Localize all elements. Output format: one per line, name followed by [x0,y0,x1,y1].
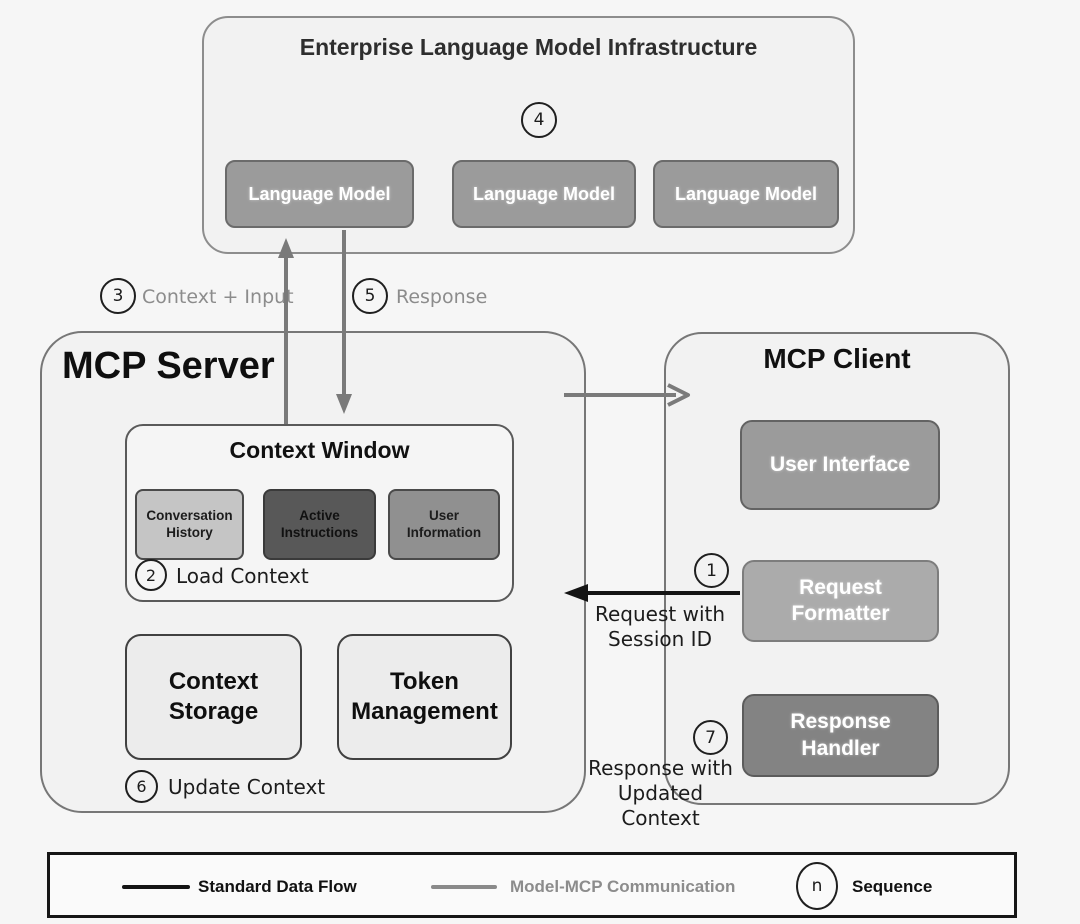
standard-data-flow-label: Standard Data Flow [198,877,357,896]
sequence-number: 4 [533,110,545,130]
user-interface-label: User Interface [769,453,911,476]
enterprise-infrastructure-title: Enterprise Language Model Infrastructure [299,34,758,60]
language-model-label: Language Model [248,183,391,204]
user-information-node: User Information [388,489,500,560]
model-mcp-communication-line [431,885,497,889]
mcp-server-panel: MCP Server Context Window Conversation H… [40,331,586,813]
mcp-client-title: MCP Client [763,343,911,374]
token-management-node: Token Management [337,634,512,760]
sequence-legend-circle: n [796,862,838,910]
sequence-number: 7 [705,727,716,748]
sequence-number: 2 [145,565,157,585]
language-model-label: Language Model [472,183,615,204]
language-model-node-1: Language Model [225,160,414,228]
language-model-label: Language Model [674,183,817,204]
response-handler-node: Response Handler [742,694,939,777]
context-storage-node: Context Storage [125,634,302,760]
sequence-number: 5 [364,286,376,306]
response-flow-label: Response [396,286,488,308]
context-input-flow-label: Context + Input [142,286,294,308]
response-updated-context-label: Response with Updated Context [588,756,733,830]
load-context-label: Load Context [176,564,309,588]
sequence-badge-1: 1 [694,553,729,588]
request-formatter-node: Request Formatter [742,560,939,642]
sequence-badge-2: 2 [135,559,167,591]
language-model-node-3: Language Model [653,160,839,228]
legend-panel: Standard Data Flow Model-MCP Communicati… [47,852,1017,918]
sequence-number: 6 [136,777,147,796]
sequence-badge-5: 5 [352,278,388,314]
mcp-server-title: MCP Server [62,345,275,387]
sequence-badge-7: 7 [693,720,728,755]
request-session-id-label: Request with Session ID [594,602,726,651]
user-interface-node: User Interface [740,420,940,510]
active-instructions-node: Active Instructions [263,489,376,560]
sequence-number: 1 [706,560,717,581]
sequence-badge-3: 3 [100,278,136,314]
sequence-badge-6: 6 [125,770,158,803]
context-window-panel: Context Window Conversation History Acti… [125,424,514,602]
sequence-symbol: n [811,876,823,896]
language-model-node-2: Language Model [452,160,636,228]
standard-data-flow-line [122,885,190,889]
sequence-number: 3 [112,286,124,306]
update-context-label: Update Context [168,775,326,799]
sequence-legend-label: Sequence [852,877,933,896]
model-mcp-communication-label: Model-MCP Communication [510,877,736,896]
context-window-title: Context Window [229,437,410,463]
sequence-badge-4: 4 [521,102,557,138]
conversation-history-node: Conversation History [135,489,244,560]
